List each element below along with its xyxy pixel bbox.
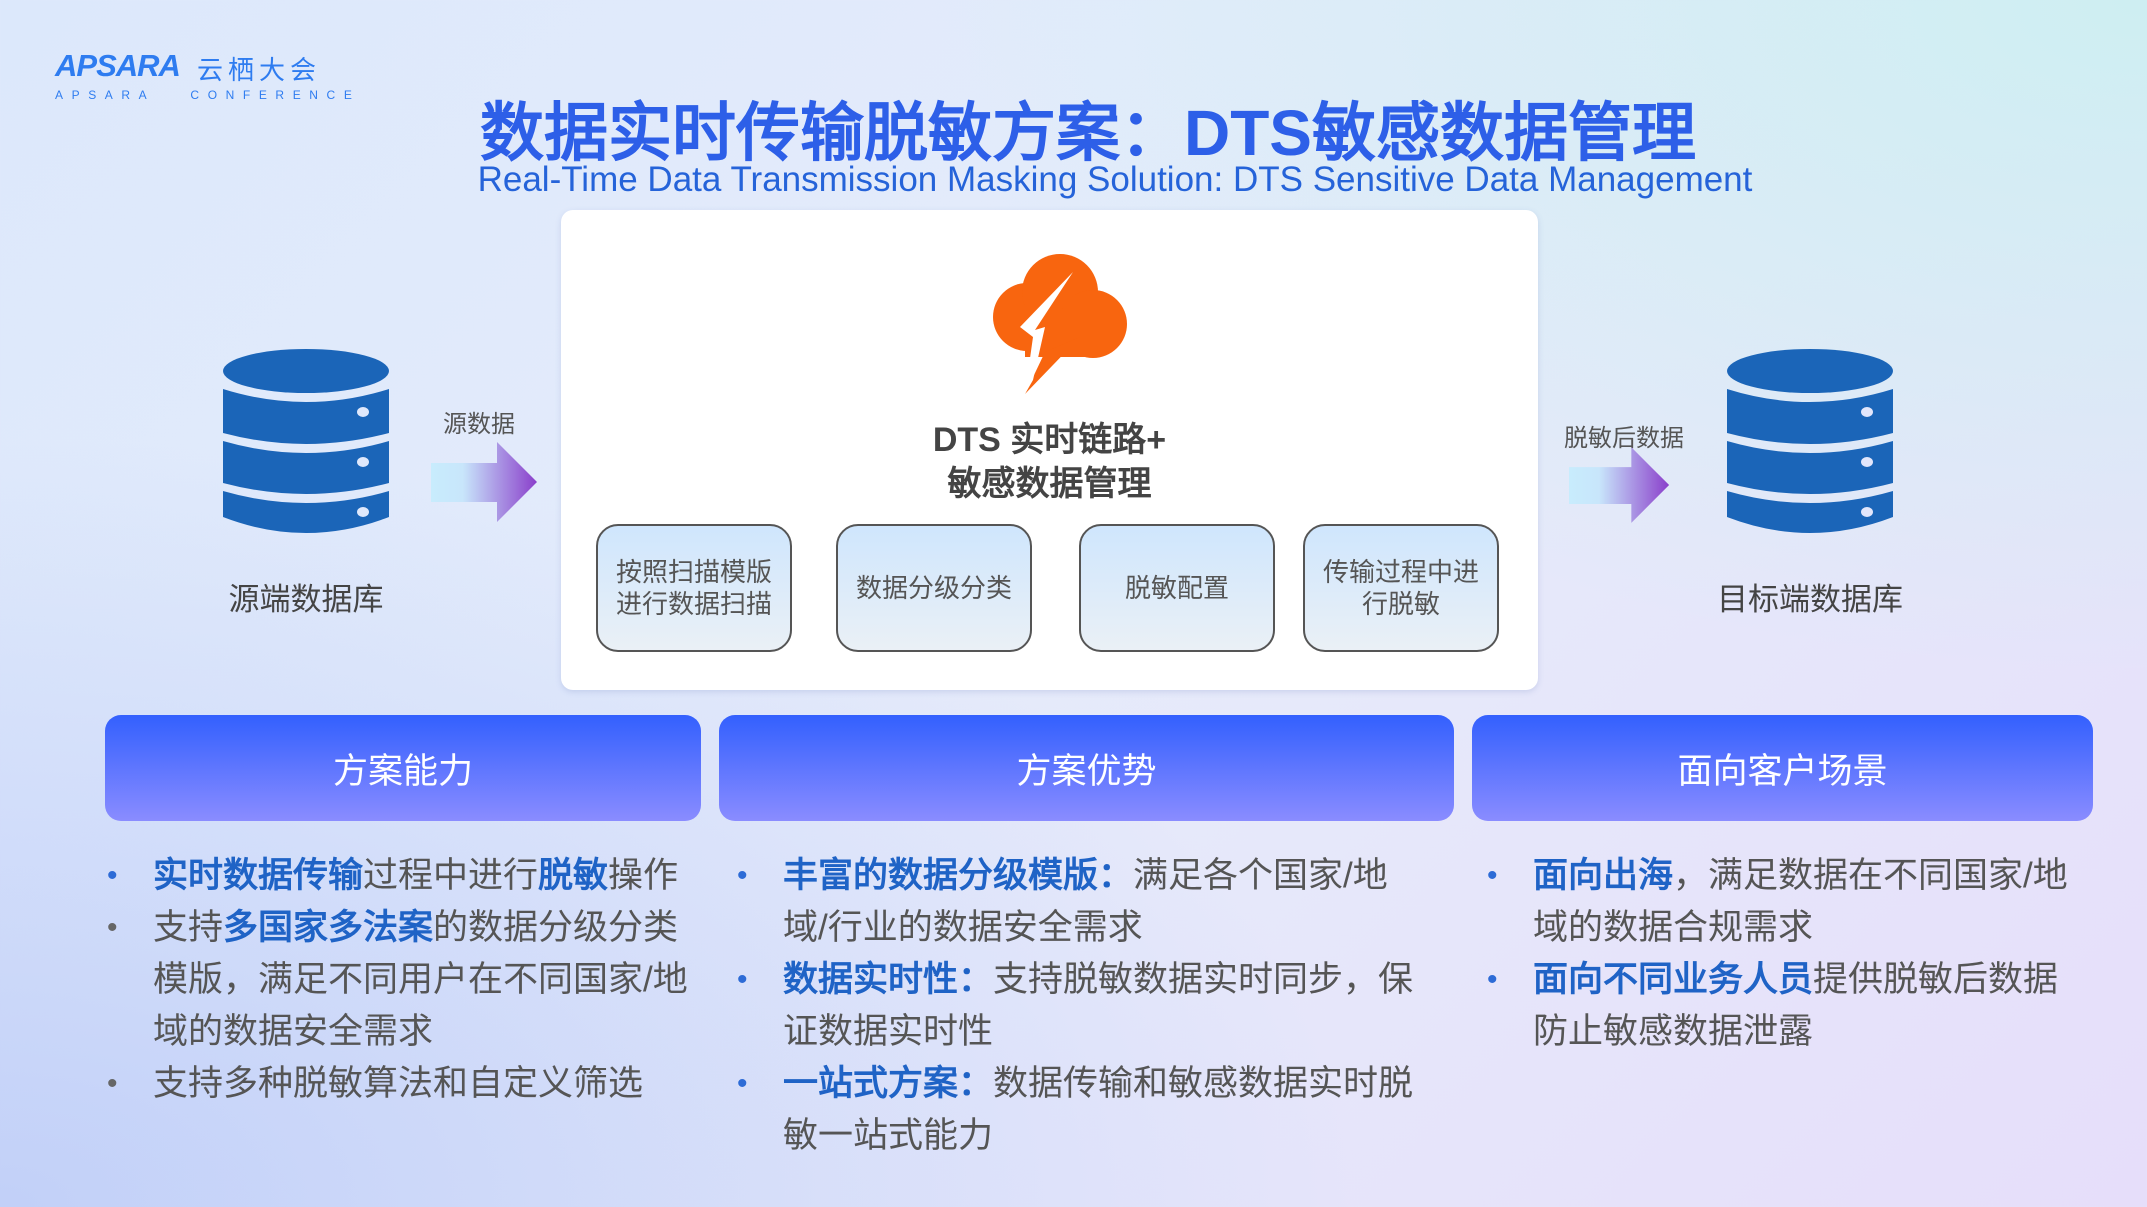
highlight: 脱敏 [538, 856, 609, 895]
dts-title-line1: DTS 实时链路+ [932, 421, 1167, 459]
masked-data-label: 脱敏后数据 [1564, 425, 1684, 452]
target-db-label: 目标端数据库 [1717, 582, 1903, 617]
dts-title-line2: 敏感数据管理 [947, 465, 1152, 503]
source-db-label: 源端数据库 [228, 582, 384, 617]
text: 支持 [153, 908, 224, 947]
list-item: 支持多国家多法案的数据分级分类模版，满足不同用户在不同国家/地域的数据安全需求 [107, 902, 708, 1058]
apsara-logo: APSARA [55, 48, 181, 83]
list-item: 实时数据传输过程中进行脱敏操作 [107, 850, 708, 902]
step-classify: 数据分级分类 [836, 524, 1032, 652]
highlight: 面向不同业务人员 [1533, 960, 1814, 999]
text: 的数据分级分类模版，满足不同用户在不同国家/地域的数据安全需求 [153, 908, 688, 1051]
text: 支持脱敏数据实时同步，保证数据实时性 [783, 960, 1414, 1051]
list-item: 一站式方案：数据传输和敏感数据实时脱敏一站式能力 [737, 1058, 1423, 1162]
apsara-logo-sub: APSARA CONFERENCE [55, 88, 361, 102]
highlight: 丰富的数据分级模版： [783, 856, 1134, 895]
text: 满足各个国家/地域/行业的数据安全需求 [783, 856, 1388, 947]
apsara-logo-cn: 云栖大会 [197, 55, 322, 85]
page-subtitle: Real-Time Data Transmission Masking Solu… [477, 160, 1753, 199]
advantages-list: 丰富的数据分级模版：满足各个国家/地域/行业的数据安全需求 数据实时性：支持脱敏… [737, 850, 1423, 1162]
source-data-label: 源数据 [443, 411, 515, 438]
highlight: 一站式方案： [783, 1064, 994, 1103]
highlight: 多国家多法案 [223, 908, 434, 947]
header-scenarios: 面向客户场景 [1472, 715, 2093, 821]
text: 过程中进行 [363, 856, 539, 895]
scenarios-list: 面向出海，满足数据在不同国家/地域的数据合规需求 面向不同业务人员提供脱敏后数据… [1487, 850, 2073, 1058]
target-database-icon [1727, 349, 1893, 533]
page-title: 数据实时传输脱敏方案：DTS敏感数据管理 [480, 97, 1696, 169]
text: 支持多种脱敏算法和自定义筛选 [153, 1064, 644, 1103]
capability-list: 实时数据传输过程中进行脱敏操作 支持多国家多法案的数据分级分类模版，满足不同用户… [107, 850, 708, 1110]
list-item: 数据实时性：支持脱敏数据实时同步，保证数据实时性 [737, 954, 1423, 1058]
header-advantages: 方案优势 [719, 715, 1454, 821]
text: ，满足数据在不同国家/地域的数据合规需求 [1533, 856, 2068, 947]
step-mask-config: 脱敏配置 [1079, 524, 1275, 652]
highlight: 数据实时性： [783, 960, 994, 999]
step-mask-in-transit: 传输过程中进行脱敏 [1303, 524, 1499, 652]
header-capability: 方案能力 [105, 715, 701, 821]
source-database-icon [223, 349, 389, 533]
highlight: 实时数据传输 [153, 856, 364, 895]
text: 数据传输和敏感数据实时脱敏一站式能力 [783, 1064, 1414, 1155]
right-arrow-icon [1569, 447, 1670, 523]
highlight: 面向出海 [1533, 856, 1674, 895]
list-item: 面向不同业务人员提供脱敏后数据防止敏感数据泄露 [1487, 954, 2073, 1058]
step-scan: 按照扫描模版进行数据扫描 [596, 524, 792, 652]
list-item: 面向出海，满足数据在不同国家/地域的数据合规需求 [1487, 850, 2073, 954]
list-item: 支持多种脱敏算法和自定义筛选 [107, 1058, 708, 1110]
text: 提供脱敏后数据防止敏感数据泄露 [1533, 960, 2059, 1051]
text: 操作 [608, 856, 679, 895]
list-item: 丰富的数据分级模版：满足各个国家/地域/行业的数据安全需求 [737, 850, 1423, 954]
dts-cloud-logo-icon [993, 254, 1127, 394]
right-arrow-icon [431, 442, 537, 522]
